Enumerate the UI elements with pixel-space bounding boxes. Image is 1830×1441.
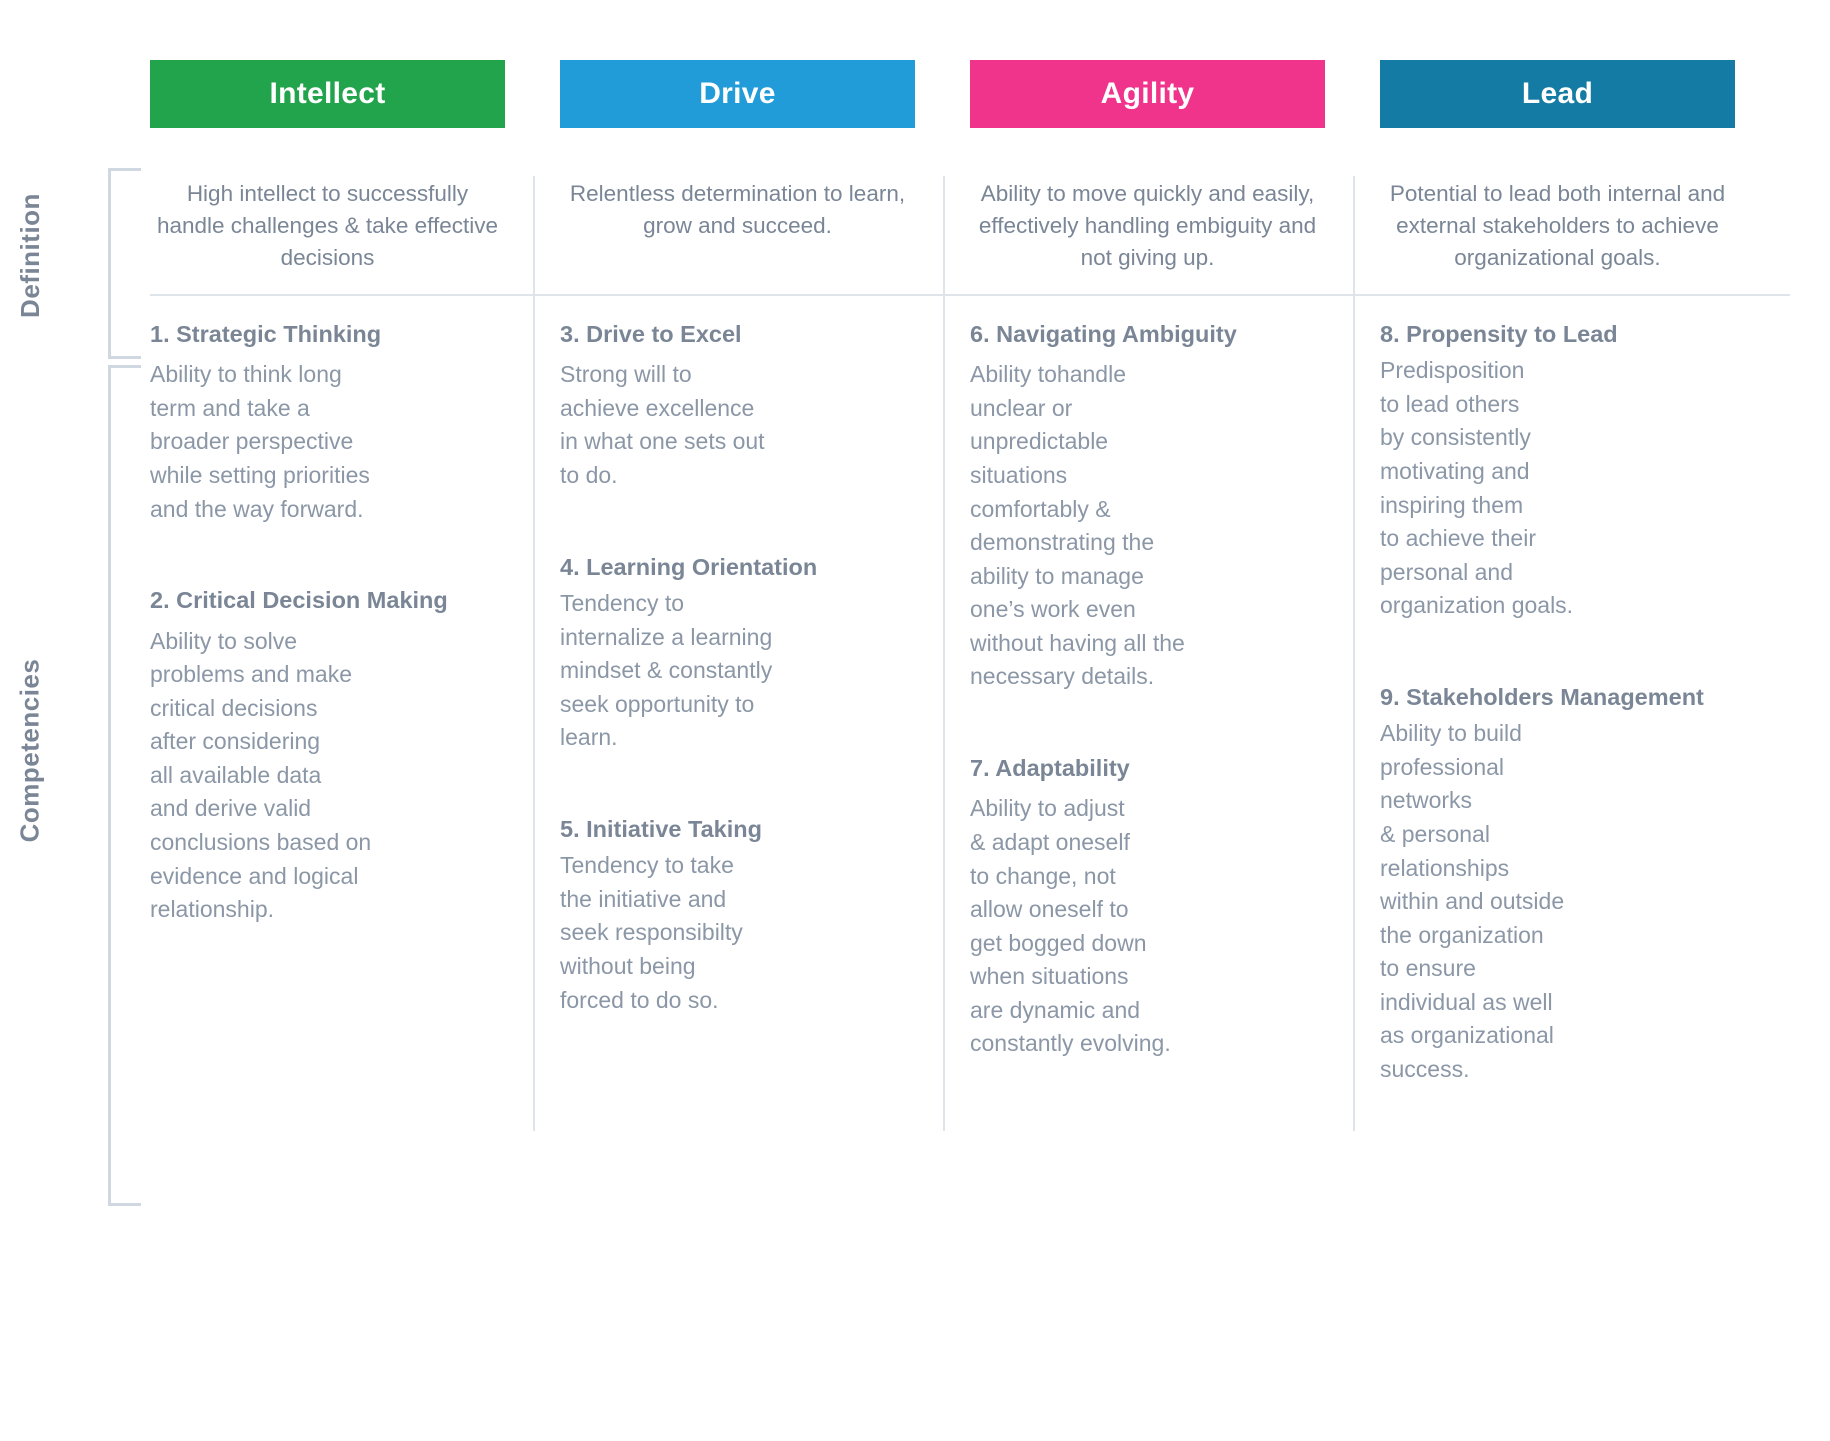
column-divider-2 bbox=[943, 176, 945, 294]
competency-title: 8. Propensity to Lead bbox=[1380, 320, 1618, 347]
row-label-competencies: Competencies bbox=[0, 600, 60, 900]
column-divider-4 bbox=[533, 295, 535, 1131]
competency-description: Ability to adjust & adapt oneself to cha… bbox=[970, 795, 1171, 1057]
competency-item[interactable]: 6. Navigating Ambiguity Ability tohandle… bbox=[970, 318, 1325, 694]
row-label-definition-text: Definition bbox=[14, 192, 45, 318]
column-header-intellect[interactable]: Intellect bbox=[150, 60, 505, 128]
framework-grid: Intellect Drive Agility Lead High intell… bbox=[150, 60, 1790, 1131]
competency-description: Ability to think long term and take a br… bbox=[150, 361, 370, 522]
column-divider-6 bbox=[1353, 295, 1355, 1131]
column-header-agility-label: Agility bbox=[1100, 77, 1195, 110]
competency-description: Tendency to internalize a learning minds… bbox=[560, 589, 773, 751]
competency-title: 1. Strategic Thinking bbox=[150, 320, 382, 347]
competency-description: Ability to solve problems and make criti… bbox=[150, 627, 372, 923]
competency-description: Predisposition to lead others by consist… bbox=[1380, 357, 1574, 619]
row-label-definition: Definition bbox=[0, 160, 60, 350]
definition-drive: Relentless determination to learn, grow … bbox=[569, 181, 906, 238]
definition-lead: Potential to lead both internal and exte… bbox=[1389, 181, 1726, 270]
competencies-lead: 8. Propensity to Lead Predisposition to … bbox=[1380, 296, 1735, 1121]
bracket-competencies bbox=[108, 365, 141, 1206]
competency-description: Ability tohandle unclear or unpredictabl… bbox=[970, 361, 1185, 690]
column-header-lead[interactable]: Lead bbox=[1380, 60, 1735, 128]
competencies-row: 1. Strategic Thinking Ability to think l… bbox=[150, 295, 1790, 1131]
competency-item[interactable]: 2. Critical Decision Making Ability to s… bbox=[150, 584, 505, 927]
column-divider-1 bbox=[533, 176, 535, 294]
definition-row: High intellect to successfully handle ch… bbox=[150, 150, 1790, 296]
competency-description: Tendency to take the initiative and seek… bbox=[560, 852, 743, 1013]
competencies-agility: 6. Navigating Ambiguity Ability tohandle… bbox=[970, 296, 1325, 1121]
column-header-drive[interactable]: Drive bbox=[560, 60, 915, 128]
competency-title: 4. Learning Orientation bbox=[560, 553, 818, 580]
competency-description: Ability to build professional networks &… bbox=[1380, 720, 1565, 1083]
competency-item[interactable]: 8. Propensity to Lead Predisposition to … bbox=[1380, 318, 1735, 623]
competency-title: 2. Critical Decision Making bbox=[150, 587, 448, 614]
competency-item[interactable]: 1. Strategic Thinking Ability to think l… bbox=[150, 318, 505, 526]
column-divider-5 bbox=[943, 295, 945, 1131]
column-header-drive-label: Drive bbox=[699, 77, 776, 110]
column-divider-3 bbox=[1353, 176, 1355, 294]
definition-agility: Ability to move quickly and easily, effe… bbox=[978, 181, 1317, 270]
competency-item[interactable]: 3. Drive to Excel Strong will to achieve… bbox=[560, 318, 915, 493]
competency-item[interactable]: 4. Learning Orientation Tendency to inte… bbox=[560, 551, 915, 755]
competency-item[interactable]: 9. Stakeholders Management Ability to bu… bbox=[1380, 681, 1735, 1087]
row-label-competencies-text: Competencies bbox=[14, 658, 45, 842]
bracket-definition bbox=[108, 168, 141, 359]
competency-item[interactable]: 5. Initiative Taking Tendency to take th… bbox=[560, 813, 915, 1017]
competency-title: 9. Stakeholders Management bbox=[1380, 683, 1704, 710]
column-header-intellect-label: Intellect bbox=[269, 77, 386, 110]
competency-title: 6. Navigating Ambiguity bbox=[970, 320, 1237, 347]
competency-item[interactable]: 7. Adaptability Ability to adjust & adap… bbox=[970, 752, 1325, 1061]
competency-title: 7. Adaptability bbox=[970, 755, 1130, 782]
definition-intellect: High intellect to successfully handle ch… bbox=[156, 181, 499, 270]
competency-description: Strong will to achieve excellence in wha… bbox=[560, 361, 765, 488]
column-header-lead-label: Lead bbox=[1521, 77, 1594, 110]
competency-title: 3. Drive to Excel bbox=[560, 320, 742, 347]
competencies-drive: 3. Drive to Excel Strong will to achieve… bbox=[560, 296, 915, 1121]
column-header-agility[interactable]: Agility bbox=[970, 60, 1325, 128]
column-header-row: Intellect Drive Agility Lead bbox=[150, 60, 1790, 128]
competencies-intellect: 1. Strategic Thinking Ability to think l… bbox=[150, 296, 505, 1121]
competency-title: 5. Initiative Taking bbox=[560, 815, 762, 842]
